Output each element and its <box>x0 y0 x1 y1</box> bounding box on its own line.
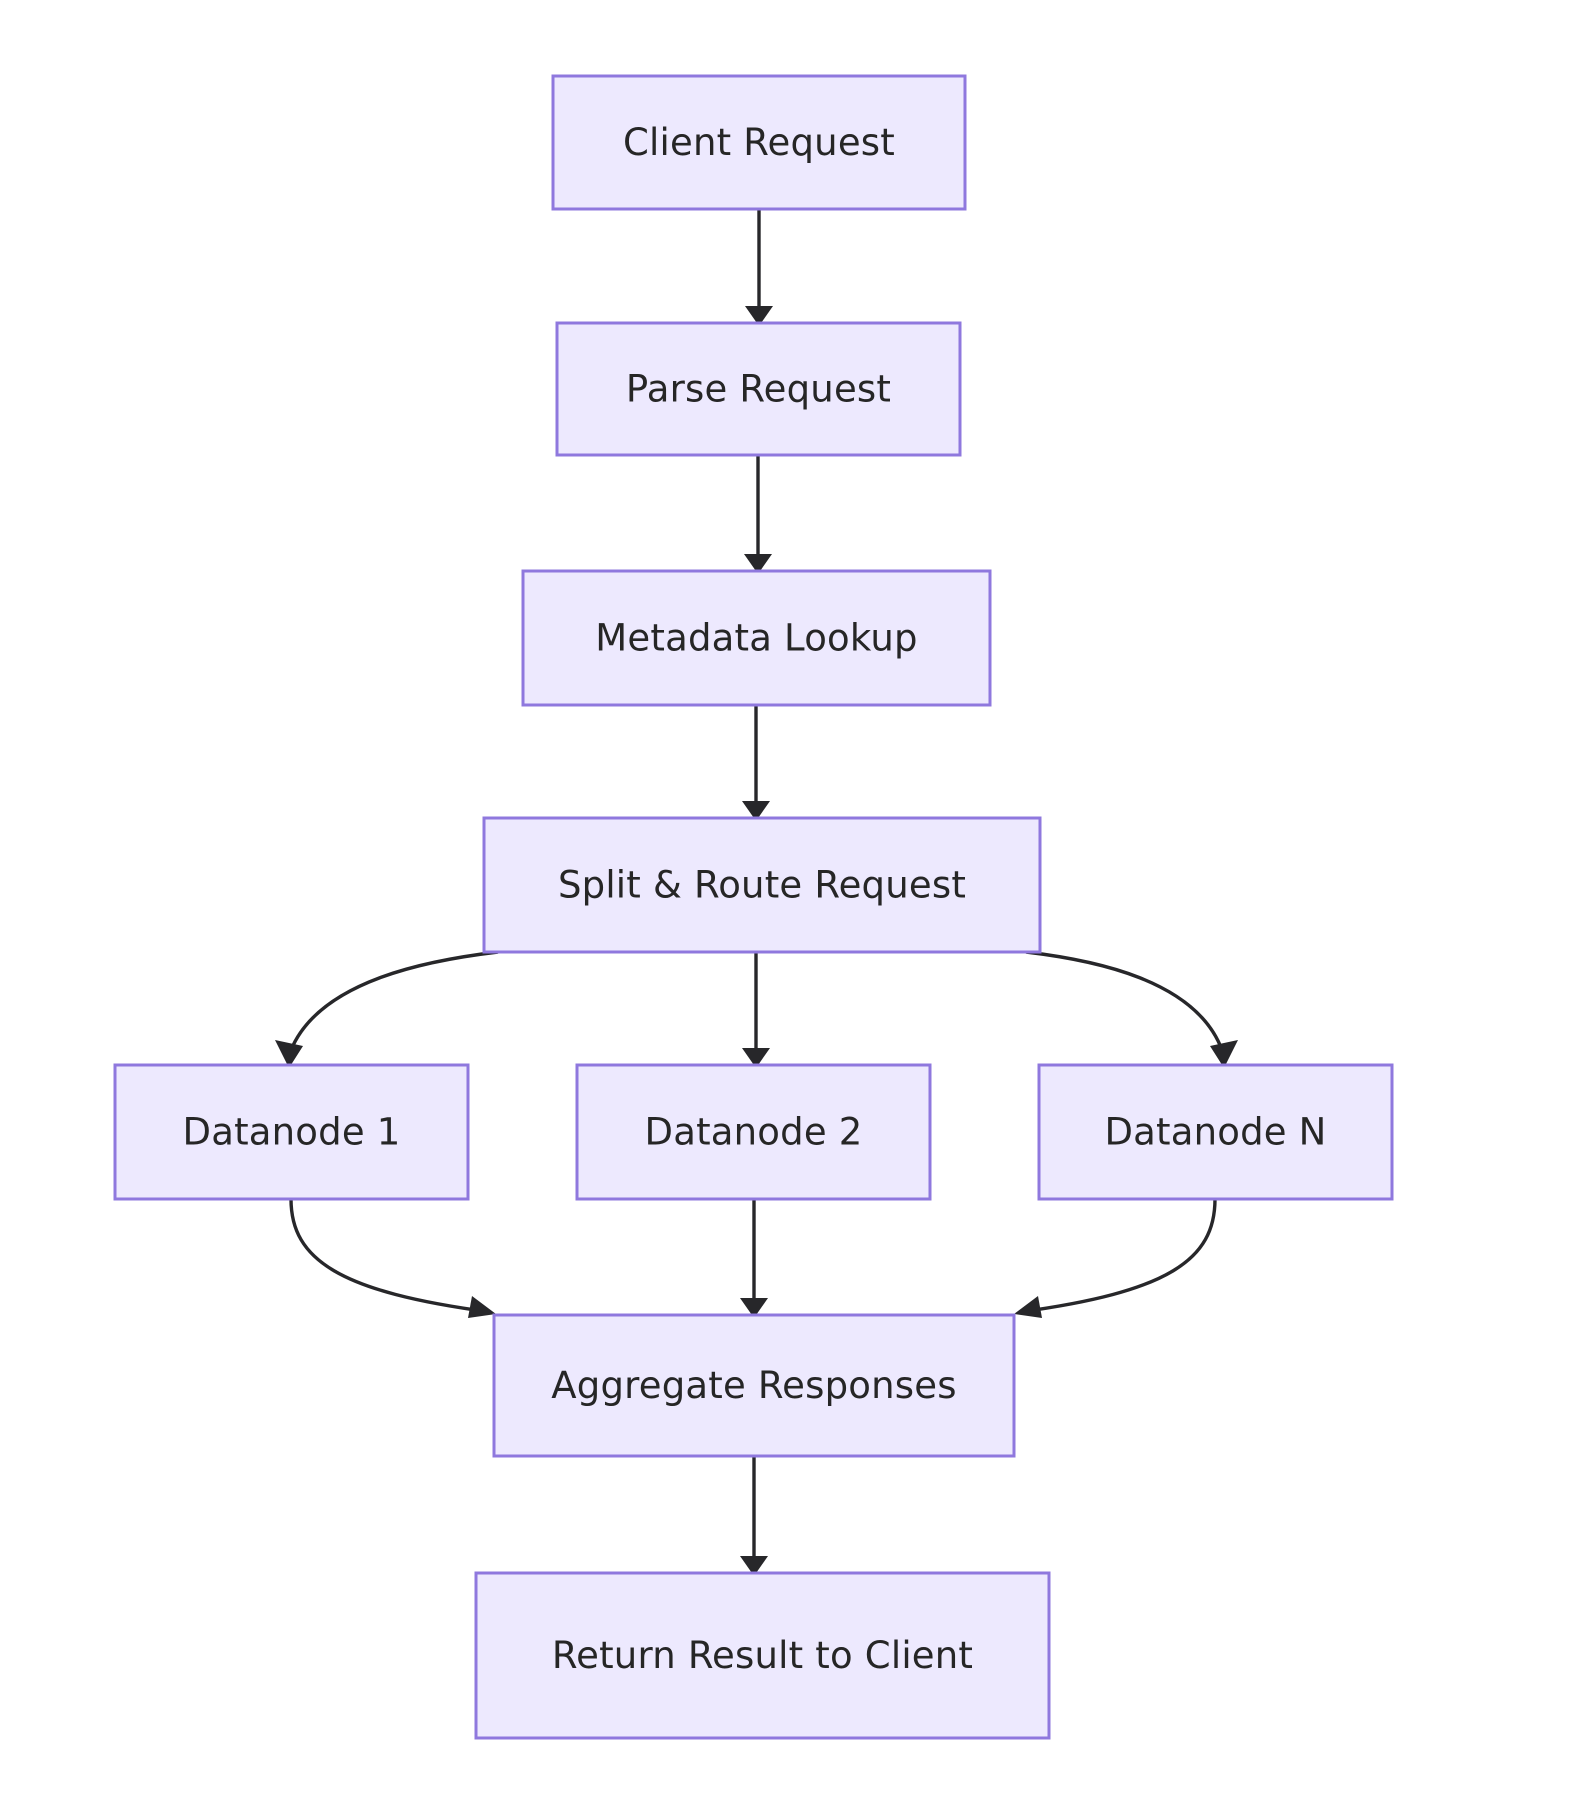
arrowhead-aggregate-return <box>740 1556 768 1576</box>
node-parse_request[interactable]: Parse Request <box>555 321 962 457</box>
edges-layer <box>289 209 1224 1558</box>
node-aggregate[interactable]: Aggregate Responses <box>492 1313 1016 1458</box>
node-datanode_2[interactable]: Datanode 2 <box>575 1063 932 1201</box>
node-box-parse_request[interactable] <box>555 321 962 457</box>
node-box-return_result[interactable] <box>474 1571 1051 1740</box>
arrowhead-datanode2-aggregate <box>740 1298 768 1318</box>
edge-datanode1-aggregate <box>289 1198 491 1314</box>
node-split_route[interactable]: Split & Route Request <box>482 816 1042 954</box>
node-label-aggregate: Aggregate Responses <box>551 1364 956 1407</box>
arrowhead-split-datanode2 <box>742 1048 770 1068</box>
node-box-datanode_2[interactable] <box>575 1063 932 1201</box>
edge-datanodeN-aggregate <box>1019 1198 1217 1314</box>
arrowhead-client-parse <box>745 306 773 326</box>
node-datanode_1[interactable]: Datanode 1 <box>113 1063 470 1201</box>
node-box-client_request[interactable] <box>551 74 967 211</box>
arrowheads-layer <box>275 306 1238 1576</box>
node-box-datanode_1[interactable] <box>113 1063 470 1201</box>
node-box-metadata_lookup[interactable] <box>521 569 992 707</box>
arrowhead-split-datanodeN <box>1210 1040 1238 1068</box>
arrowhead-split-datanode1 <box>275 1040 303 1068</box>
node-metadata_lookup[interactable]: Metadata Lookup <box>521 569 992 707</box>
node-label-datanode_n: Datanode N <box>1104 1111 1326 1154</box>
node-box-split_route[interactable] <box>482 816 1042 954</box>
arrowhead-datanodeN-aggregate <box>1014 1296 1042 1318</box>
node-box-aggregate[interactable] <box>492 1313 1016 1458</box>
node-box-datanode_n[interactable] <box>1037 1063 1394 1201</box>
node-return_result[interactable]: Return Result to Client <box>474 1571 1051 1740</box>
node-datanode_n[interactable]: Datanode N <box>1037 1063 1394 1201</box>
arrowhead-parse-metadata <box>744 554 772 574</box>
arrowhead-datanode1-aggregate <box>468 1296 496 1318</box>
node-label-client_request: Client Request <box>623 121 895 164</box>
node-label-parse_request: Parse Request <box>626 368 891 411</box>
edge-split-datanode1 <box>289 950 499 1051</box>
node-label-datanode_2: Datanode 2 <box>645 1111 863 1154</box>
node-label-datanode_1: Datanode 1 <box>183 1111 401 1154</box>
node-client_request[interactable]: Client Request <box>551 74 967 211</box>
node-label-metadata_lookup: Metadata Lookup <box>595 617 917 660</box>
node-label-return_result: Return Result to Client <box>552 1634 973 1677</box>
edge-split-datanodeN <box>1025 950 1224 1051</box>
node-label-split_route: Split & Route Request <box>558 864 966 907</box>
arrowhead-metadata-split <box>742 801 770 821</box>
